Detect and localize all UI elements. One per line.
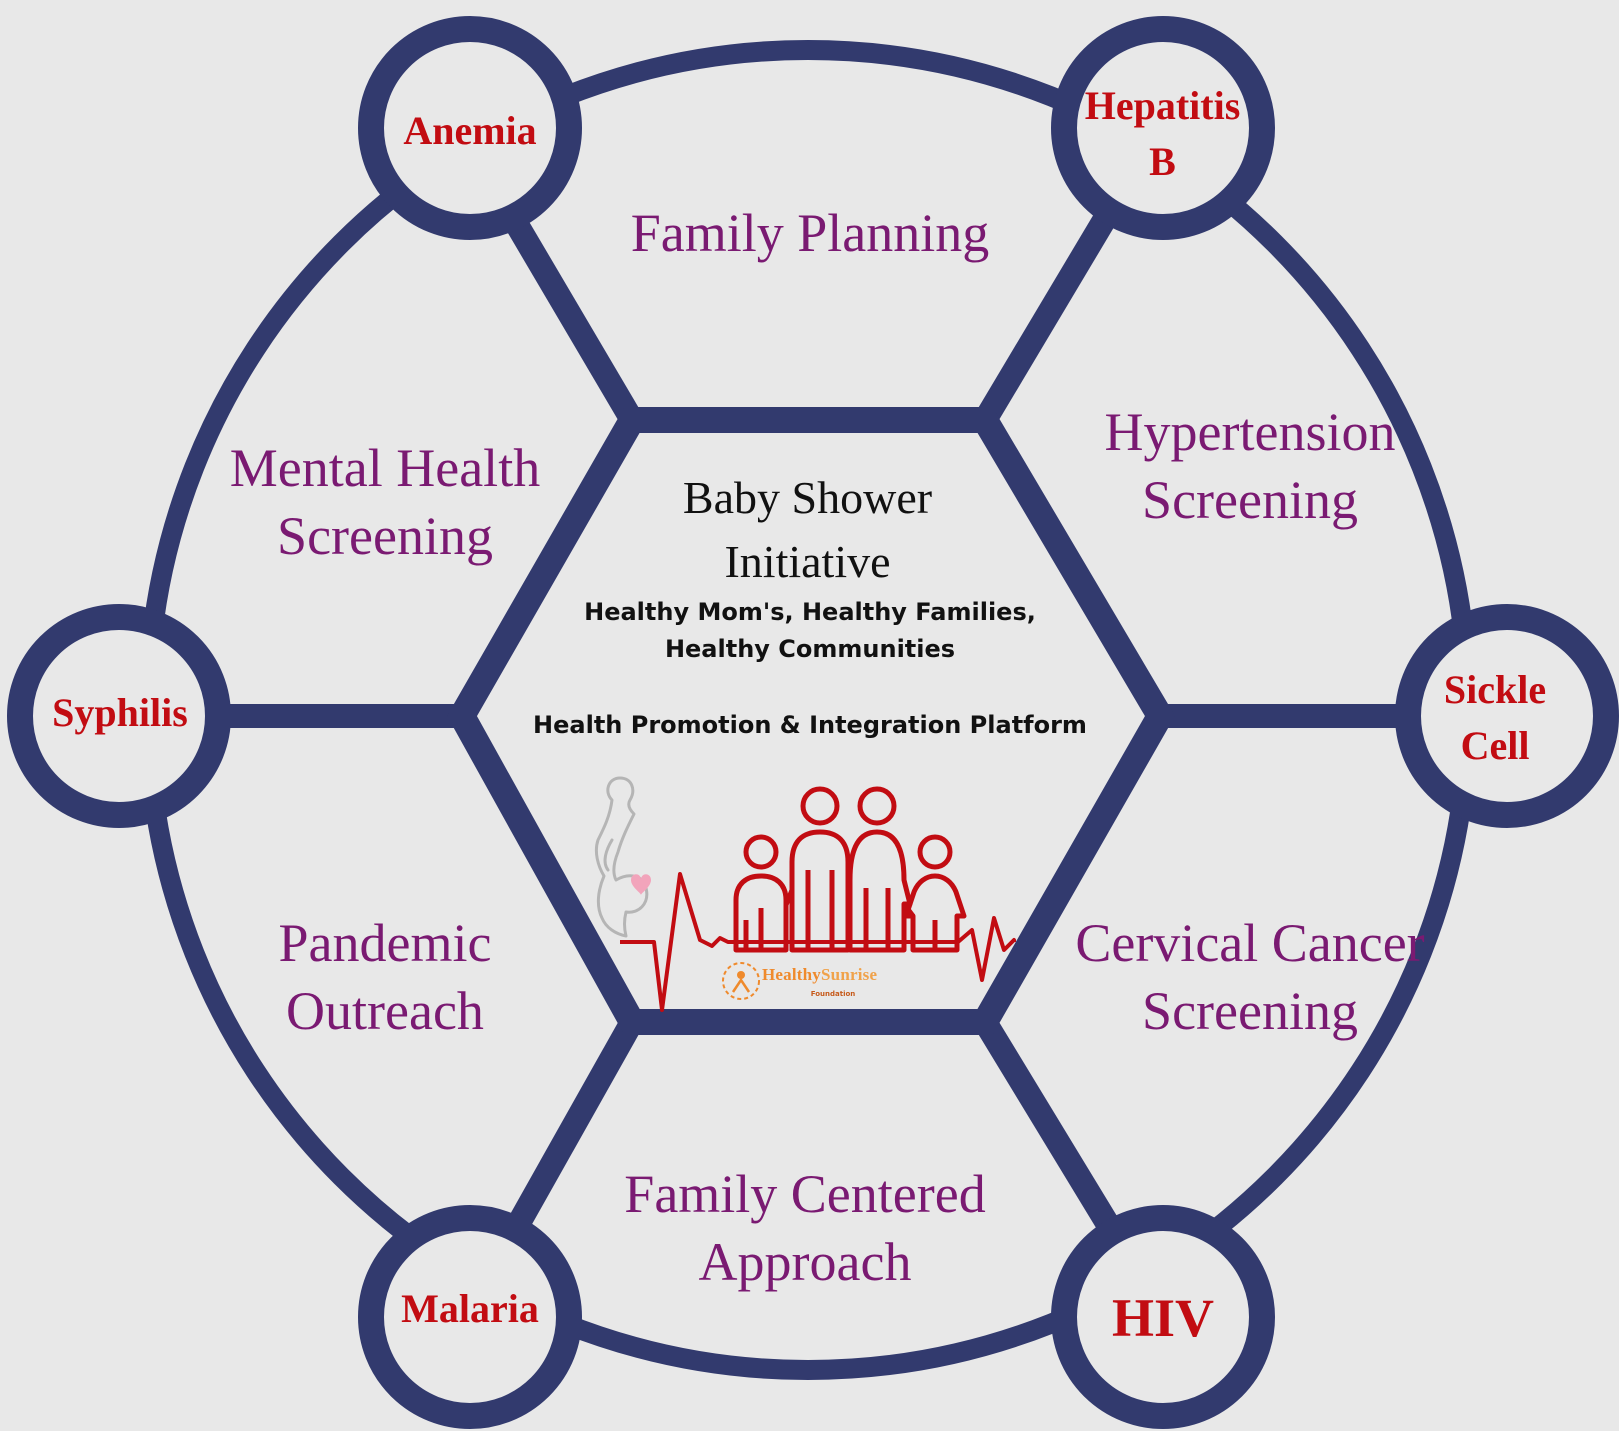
- family-dad-body: [789, 829, 851, 953]
- node-circle-hiv: [1051, 1205, 1275, 1429]
- center-tagline-line2: Healthy Communities: [664, 635, 956, 663]
- center-title: Baby Shower Initiative: [682, 472, 933, 587]
- node-circle-hepatitis: [1051, 16, 1275, 240]
- center-tagline-line1: Healthy Mom's, Healthy Families,: [584, 598, 1036, 626]
- logo-name-part2: Sunrise: [821, 965, 878, 984]
- family-boy-body: [733, 873, 789, 953]
- heartbeat-line-icon: [620, 872, 1016, 1012]
- segment-pandemic-outreach: Pandemic Outreach: [278, 913, 492, 1041]
- family-boy-head: [743, 834, 779, 870]
- node-hiv: HIV: [1111, 1288, 1214, 1348]
- family-girl-body: [903, 873, 967, 953]
- family-girl-head: [917, 834, 953, 870]
- segment-hypertension-screening: Hypertension Screening: [1104, 402, 1396, 530]
- family-mom-body: [847, 829, 913, 953]
- family-icon: [733, 786, 967, 953]
- family-dad-head: [800, 786, 840, 826]
- family-mom-head: [857, 786, 897, 826]
- logo-name: HealthySunrise: [762, 965, 922, 985]
- heart-icon: [631, 874, 651, 895]
- node-syphilis: Syphilis: [52, 690, 188, 735]
- node-anemia: Anemia: [403, 108, 537, 153]
- center-hexagon: [447, 407, 1176, 1035]
- node-malaria: Malaria: [401, 1286, 539, 1331]
- node-circle-sickle-cell: [1395, 604, 1619, 828]
- node-circles: [7, 16, 1619, 1429]
- logo-subtitle: Foundation: [810, 990, 856, 998]
- healthy-sunrise-logo: [722, 962, 760, 1000]
- center-platform: Health Promotion & Integration Platform: [533, 711, 1087, 739]
- node-circle-anemia: [358, 16, 582, 240]
- segment-family-planning: Family Planning: [630, 203, 990, 263]
- segment-mental-health-screening: Mental Health Screening: [229, 438, 541, 566]
- segment-family-centered-approach: Family Centered Approach: [624, 1164, 986, 1292]
- segment-cervical-cancer-screening: Cervical Cancer Screening: [1075, 913, 1425, 1041]
- node-circle-syphilis: [7, 604, 231, 828]
- node-sickle-cell: Sickle Cell: [1443, 667, 1547, 768]
- node-hepatitis-b: Hepatitis B: [1084, 83, 1241, 184]
- logo-name-part1: Healthy: [762, 965, 822, 984]
- node-circle-malaria: [358, 1205, 582, 1429]
